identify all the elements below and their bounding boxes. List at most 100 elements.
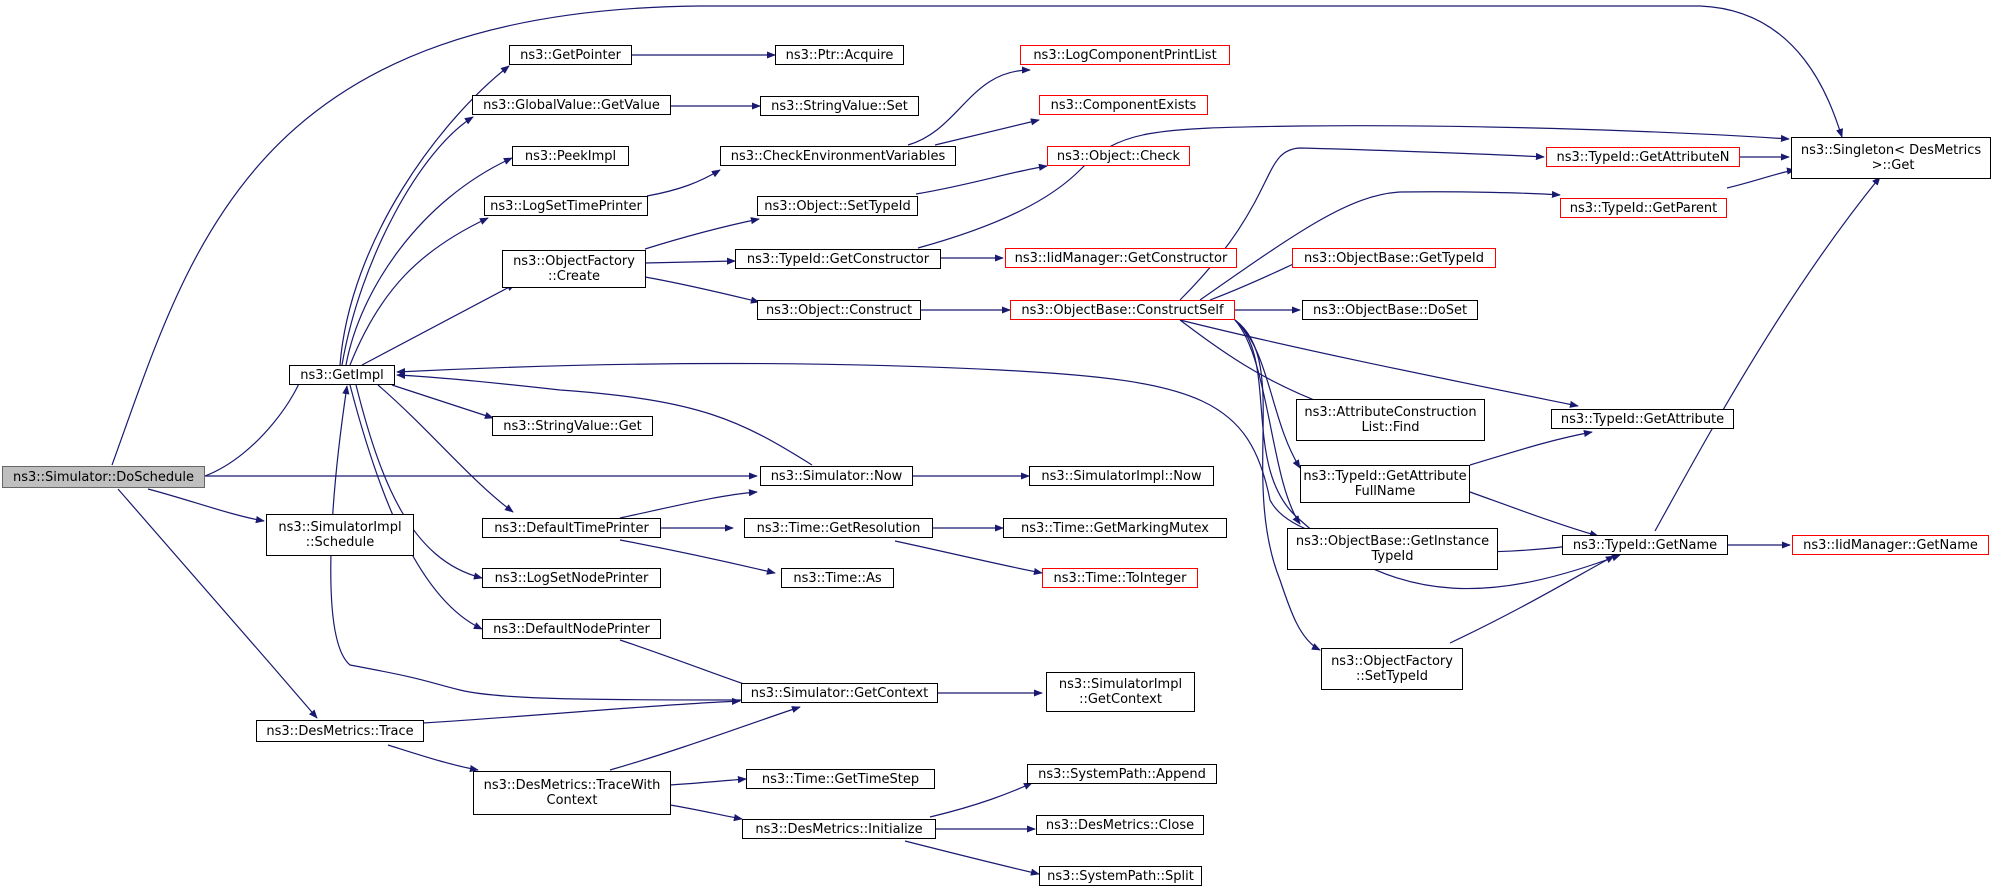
graph-node-label: ns3::PeekImpl (524, 148, 617, 164)
edge (619, 489, 758, 519)
graph-node-label: ns3::Ptr::Acquire (785, 47, 894, 63)
edge (904, 840, 1040, 876)
graph-node[interactable]: ns3::ObjectFactory ::SetTypeId (1321, 648, 1463, 690)
edge (355, 384, 483, 580)
graph-node[interactable]: ns3::ObjectBase::GetTypeId (1292, 248, 1496, 268)
graph-node[interactable]: ns3::TypeId::GetName (1562, 535, 1728, 555)
graph-node[interactable]: ns3::DefaultTimePrinter (482, 518, 661, 538)
graph-node-label: ns3::IidManager::GetName (1803, 537, 1978, 553)
graph-node[interactable]: ns3::Time::As (781, 568, 894, 588)
graph-node[interactable]: ns3::SystemPath::Split (1039, 866, 1202, 886)
graph-node[interactable]: ns3::AttributeConstruction List::Find (1296, 399, 1485, 441)
edge (619, 539, 776, 575)
graph-node[interactable]: ns3::Simulator::GetContext (741, 683, 938, 703)
graph-node[interactable]: ns3::Object::Construct (757, 300, 921, 320)
graph-node[interactable]: ns3::Simulator::DoSchedule (2, 466, 205, 488)
graph-node-label: ns3::StringValue::Set (771, 98, 908, 114)
graph-node[interactable]: ns3::ObjectBase::ConstructSelf (1010, 300, 1235, 320)
graph-node-label: ns3::ObjectBase::GetInstance TypeId (1295, 534, 1490, 564)
graph-node[interactable]: ns3::DesMetrics::Initialize (742, 819, 936, 839)
graph-node-label: ns3::TypeId::GetName (1572, 537, 1718, 553)
graph-node-label: ns3::ObjectFactory ::SetTypeId (1331, 654, 1453, 684)
graph-node-label: ns3::LogSetTimePrinter (490, 198, 642, 214)
edge (391, 384, 494, 419)
graph-node-label: ns3::Object::SetTypeId (764, 198, 911, 214)
graph-node[interactable]: ns3::TypeId::GetConstructor (735, 249, 941, 269)
graph-node[interactable]: ns3::Time::GetResolution (744, 518, 933, 538)
graph-node[interactable]: ns3::Time::GetTimeStep (746, 769, 935, 789)
edge (1449, 555, 1615, 644)
graph-node[interactable]: ns3::Simulator::Now (760, 466, 913, 486)
graph-node[interactable]: ns3::GetPointer (509, 45, 632, 65)
graph-node[interactable]: ns3::TypeId::GetAttribute (1551, 409, 1734, 429)
edge (929, 782, 1033, 818)
graph-node[interactable]: ns3::ComponentExists (1039, 95, 1208, 115)
edge (1199, 190, 1561, 301)
graph-node-label: ns3::Time::GetMarkingMutex (1021, 520, 1209, 536)
graph-node[interactable]: ns3::Time::ToInteger (1042, 568, 1198, 588)
graph-node-label: ns3::SimulatorImpl ::GetContext (1058, 677, 1183, 707)
graph-node[interactable]: ns3::SimulatorImpl ::Schedule (266, 514, 414, 556)
graph-node-label: ns3::Simulator::Now (770, 468, 903, 484)
graph-node[interactable]: ns3::Ptr::Acquire (775, 45, 904, 65)
graph-node[interactable]: ns3::CheckEnvironmentVariables (720, 146, 956, 166)
graph-node[interactable]: ns3::GetImpl (289, 365, 395, 385)
graph-node[interactable]: ns3::ObjectBase::GetInstance TypeId (1287, 528, 1498, 570)
graph-node-label: ns3::DesMetrics::Trace (266, 723, 414, 739)
graph-node[interactable]: ns3::DesMetrics::TraceWith Context (473, 771, 671, 815)
graph-node[interactable]: ns3::StringValue::Set (760, 96, 919, 116)
edge (1179, 319, 1328, 406)
graph-node[interactable]: ns3::LogSetNodePrinter (482, 568, 661, 588)
graph-node[interactable]: ns3::SimulatorImpl::Now (1029, 466, 1214, 486)
graph-node-label: ns3::LogComponentPrintList (1033, 47, 1217, 63)
graph-node[interactable]: ns3::StringValue::Get (492, 416, 653, 436)
edge (669, 804, 743, 822)
graph-node[interactable]: ns3::PeekImpl (512, 146, 629, 166)
edge (644, 276, 760, 304)
graph-node-label: ns3::Time::GetResolution (756, 520, 921, 536)
edge (915, 163, 1048, 195)
graph-node[interactable]: ns3::SystemPath::Append (1027, 764, 1217, 784)
graph-node[interactable]: ns3::Object::SetTypeId (757, 196, 918, 216)
edge (1234, 319, 1301, 469)
graph-node-label: ns3::ObjectFactory ::Create (513, 254, 635, 284)
graph-node[interactable]: ns3::TypeId::GetAttribute FullName (1300, 465, 1470, 503)
graph-node-label: ns3::TypeId::GetAttributeN (1556, 149, 1730, 165)
graph-node-label: ns3::IidManager::GetConstructor (1014, 250, 1228, 266)
graph-node-label: ns3::Object::Check (1056, 148, 1181, 164)
graph-node-label: ns3::ObjectBase::ConstructSelf (1021, 302, 1224, 318)
graph-node[interactable]: ns3::Singleton< DesMetrics >::Get (1791, 137, 1991, 179)
graph-node[interactable]: ns3::LogComponentPrintList (1020, 45, 1230, 65)
graph-node-label: ns3::Singleton< DesMetrics >::Get (1800, 143, 1982, 173)
edge (1654, 176, 1881, 532)
graph-node-label: ns3::TypeId::GetConstructor (746, 251, 930, 267)
graph-node[interactable]: ns3::IidManager::GetConstructor (1005, 248, 1237, 268)
edge (361, 283, 516, 366)
graph-node-label: ns3::ComponentExists (1050, 97, 1197, 113)
graph-node[interactable]: ns3::DesMetrics::Trace (256, 720, 424, 742)
graph-node[interactable]: ns3::IidManager::GetName (1792, 535, 1989, 555)
graph-node[interactable]: ns3::Time::GetMarkingMutex (1003, 518, 1227, 538)
graph-node-label: ns3::CheckEnvironmentVariables (730, 148, 946, 164)
edge (341, 116, 474, 366)
graph-node[interactable]: ns3::TypeId::GetParent (1560, 198, 1727, 218)
graph-node-label: ns3::SystemPath::Append (1038, 766, 1206, 782)
graph-node[interactable]: ns3::GlobalValue::GetValue (472, 95, 671, 115)
graph-node[interactable]: ns3::DefaultNodePrinter (482, 619, 661, 639)
edge (117, 488, 318, 719)
graph-node-label: ns3::DefaultNodePrinter (493, 621, 650, 637)
graph-node-label: ns3::SystemPath::Split (1047, 868, 1194, 884)
graph-node[interactable]: ns3::SimulatorImpl ::GetContext (1046, 672, 1195, 712)
graph-node-label: ns3::Simulator::GetContext (750, 685, 929, 701)
graph-node[interactable]: ns3::DesMetrics::Close (1036, 815, 1204, 835)
graph-node[interactable]: ns3::TypeId::GetAttributeN (1546, 147, 1740, 167)
graph-node[interactable]: ns3::ObjectBase::DoSet (1302, 300, 1478, 320)
graph-node[interactable]: ns3::LogSetTimePrinter (484, 196, 648, 216)
edge (345, 157, 513, 366)
graph-node-label: ns3::Time::ToInteger (1053, 570, 1187, 586)
graph-node[interactable]: ns3::Object::Check (1047, 146, 1190, 166)
graph-node[interactable]: ns3::ObjectFactory ::Create (502, 250, 646, 288)
edge (917, 125, 1790, 249)
graph-node-label: ns3::TypeId::GetAttribute FullName (1303, 469, 1467, 499)
